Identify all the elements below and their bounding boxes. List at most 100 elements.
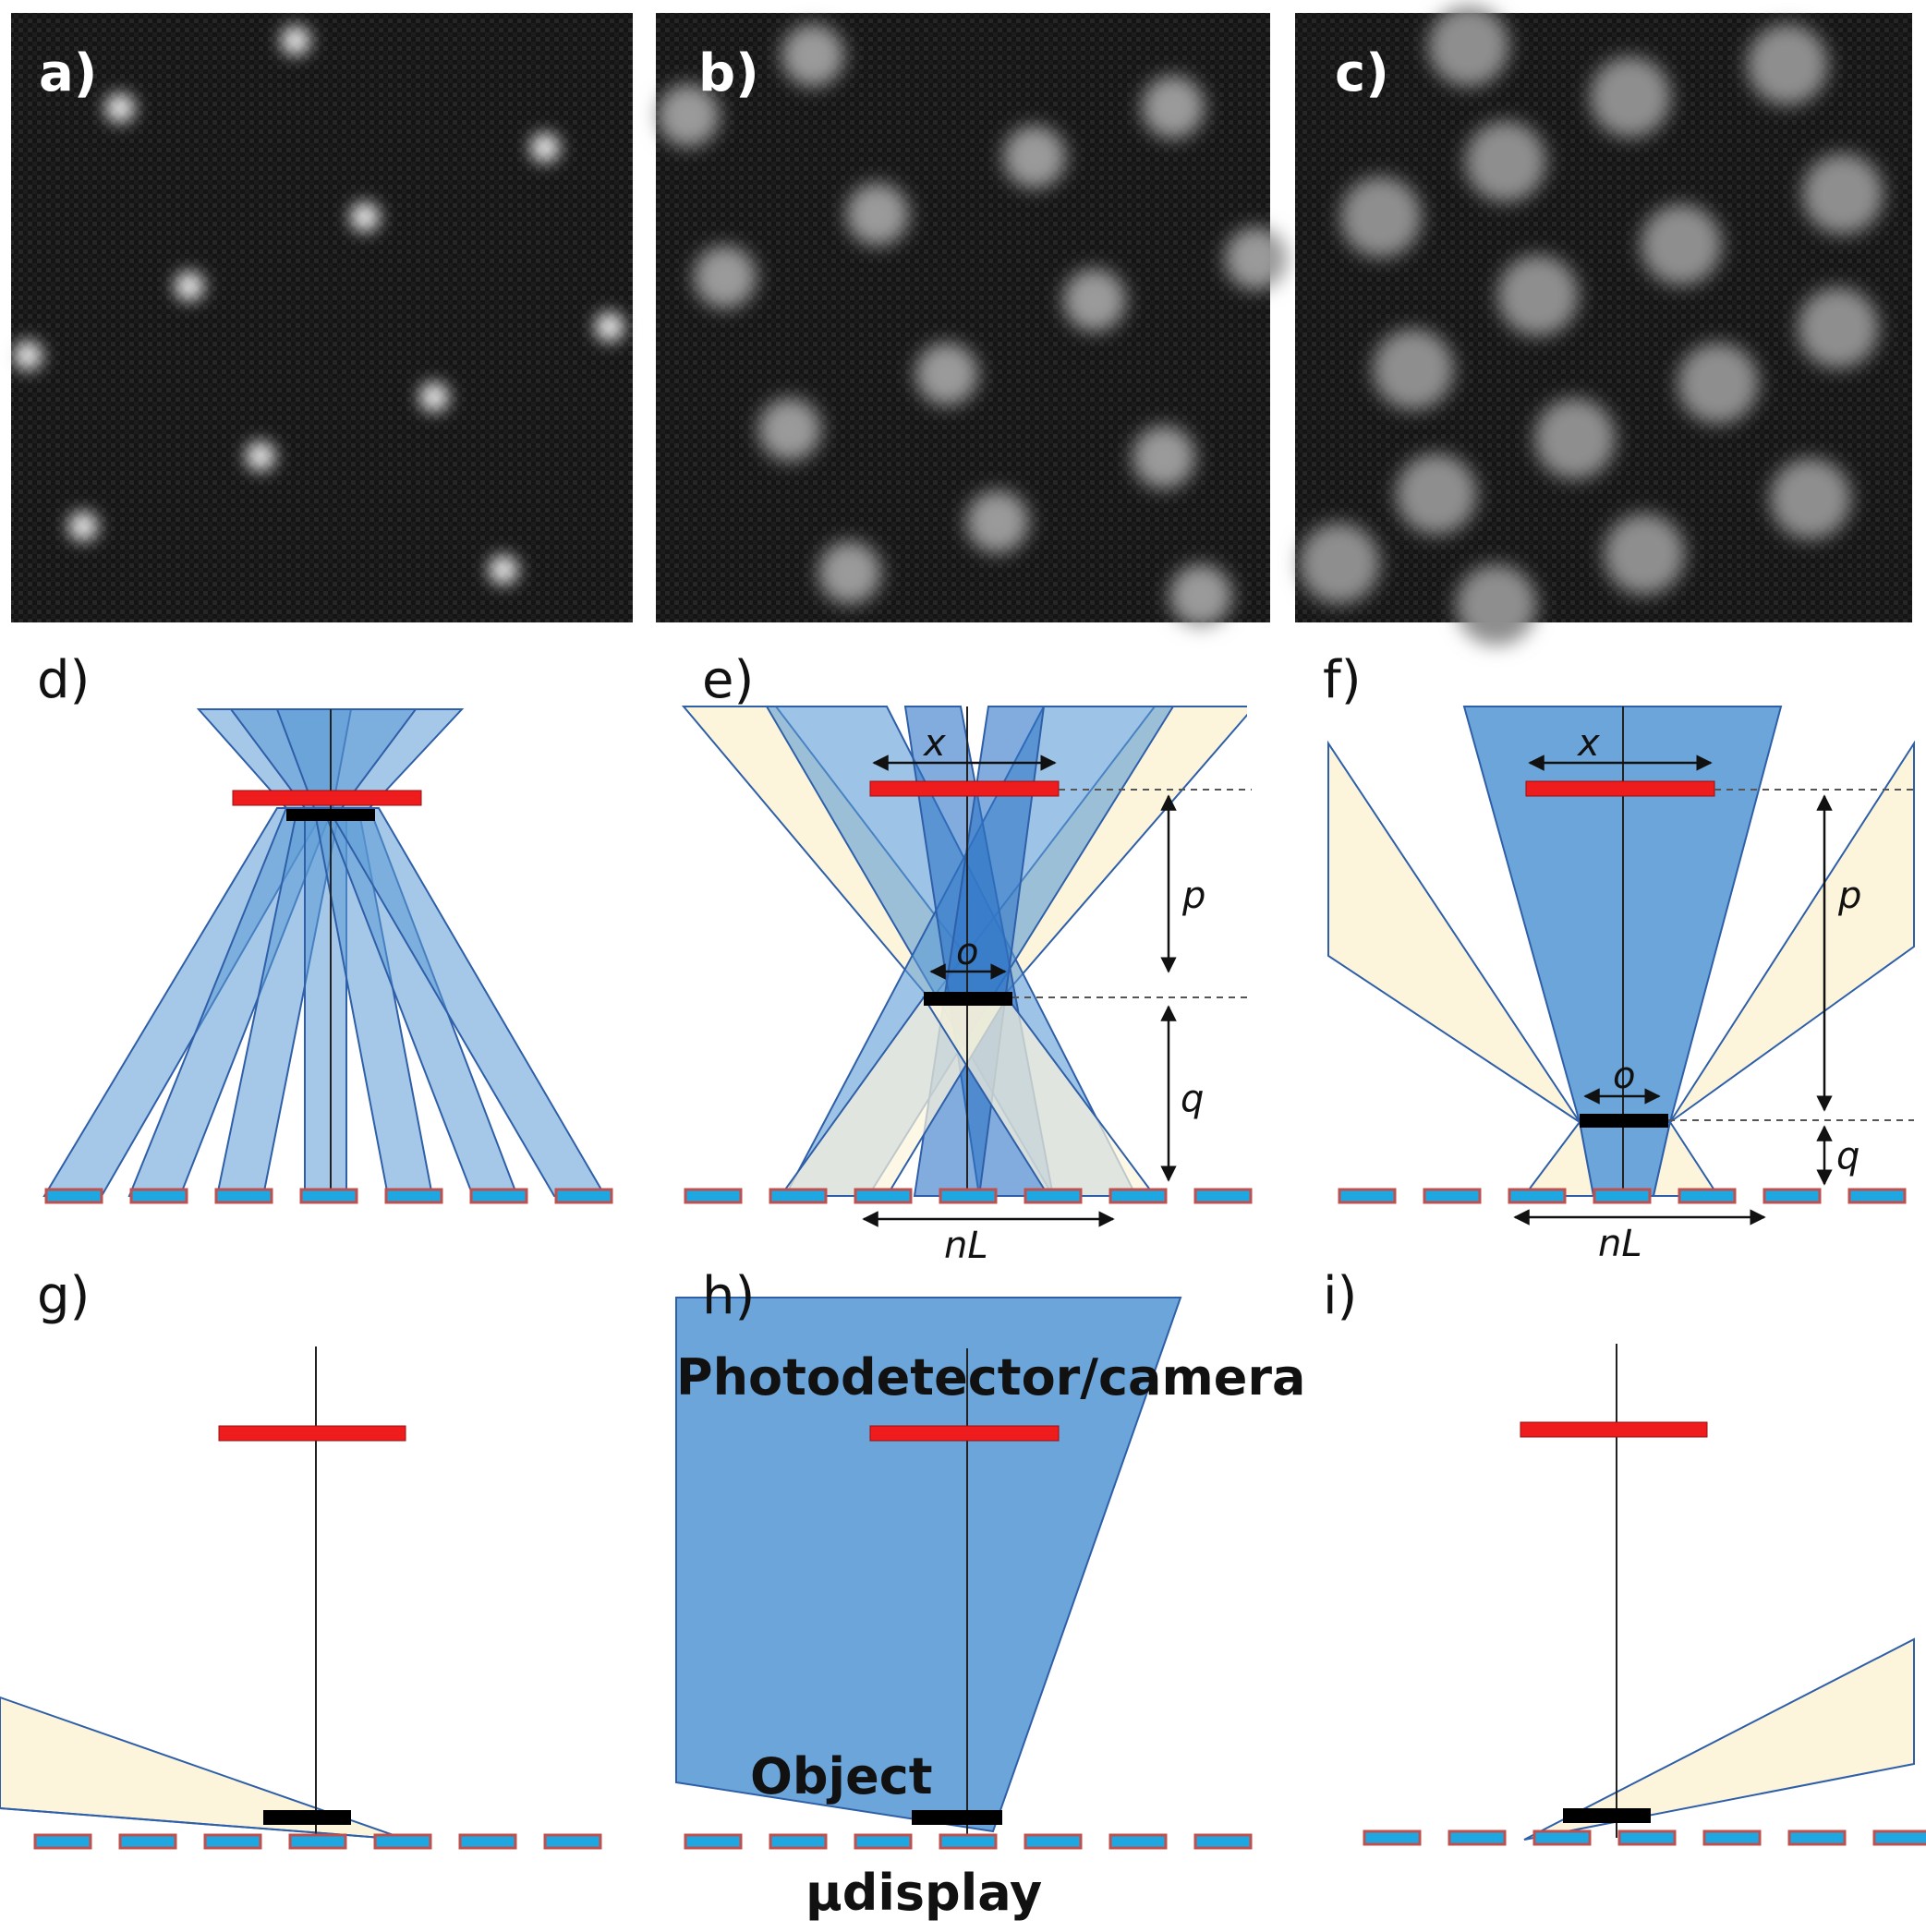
display-pixel	[1024, 1188, 1083, 1204]
display-pixel	[1617, 1829, 1677, 1846]
fluorescence-spot	[1497, 255, 1579, 336]
fluorescence-spot	[1142, 76, 1205, 139]
fluorescence-spot	[281, 26, 310, 55]
panel-e-q-label: q	[1181, 1078, 1204, 1120]
panel-h-label: h)	[702, 1266, 755, 1326]
fluorescence-spot	[966, 490, 1029, 553]
panel-c: c)	[1295, 6, 1912, 646]
panel-d-label: d)	[37, 650, 90, 710]
display-pixel	[44, 1188, 103, 1204]
display-pixel	[1338, 1188, 1397, 1204]
display-pixel	[769, 1188, 828, 1204]
panel-f-x-label: x	[1576, 722, 1600, 765]
fluorescence-spot	[1590, 56, 1671, 138]
panel-i-display	[1363, 1829, 1926, 1846]
display-pixel	[939, 1188, 998, 1204]
panel-f-o-label: o	[1613, 1055, 1635, 1097]
panel-e-nL-label: nL	[944, 1225, 988, 1267]
fluorescence-spot	[758, 398, 821, 461]
display-pixel	[1762, 1188, 1822, 1204]
panel-b: b)	[656, 13, 1288, 627]
fluorescence-spot	[818, 541, 881, 604]
panel-b-spots	[657, 24, 1288, 627]
panel-e-cones	[681, 706, 1247, 1197]
panel-h-detector	[869, 1425, 1060, 1442]
fluorescence-spot	[1169, 564, 1232, 627]
fluorescence-spot	[1534, 398, 1616, 479]
panel-e-detector	[869, 780, 1060, 797]
fluorescence-spot	[1396, 453, 1477, 535]
display-pixel	[1363, 1829, 1422, 1846]
display-pixel	[1532, 1829, 1592, 1846]
display-pixel	[939, 1833, 998, 1850]
display-pixel	[854, 1833, 913, 1850]
panel-c-label: c)	[1335, 43, 1389, 103]
fluorescence-spot	[1770, 458, 1851, 539]
panel-h-object-label: Object	[750, 1747, 933, 1805]
panel-f-object	[1580, 1114, 1668, 1128]
panel-b-label: b)	[698, 43, 759, 103]
display-pixel	[214, 1188, 273, 1204]
display-pixel	[373, 1833, 432, 1850]
fluorescence-spot	[1604, 513, 1685, 595]
fluorescence-spot	[694, 246, 757, 308]
fluorescence-spot	[1225, 227, 1288, 290]
display-pixel	[1448, 1829, 1507, 1846]
fluorescence-spot	[1299, 523, 1380, 604]
fluorescence-spot	[1678, 343, 1759, 424]
panel-h-detector-label: Photodetector/camera	[676, 1348, 1305, 1407]
panel-i-object	[1563, 1808, 1651, 1823]
panel-g-display	[33, 1833, 602, 1850]
display-pixel	[554, 1188, 613, 1204]
display-pixel	[1508, 1188, 1567, 1204]
panel-d-object	[286, 809, 375, 821]
panel-c-spots	[1299, 6, 1884, 646]
panel-g: g)	[0, 1266, 602, 1850]
fluorescence-spot	[1802, 153, 1884, 235]
fluorescence-spot	[1063, 269, 1126, 332]
fluorescence-spot	[530, 133, 560, 163]
panel-d-cones	[42, 708, 607, 1197]
panel-d-display	[44, 1188, 613, 1204]
display-pixel	[299, 1188, 358, 1204]
fluorescence-spot	[1456, 564, 1537, 646]
display-pixel	[1678, 1188, 1737, 1204]
fluorescence-spot	[1373, 329, 1454, 410]
panel-f-nL-label: nL	[1598, 1223, 1642, 1265]
fluorescence-spot	[68, 512, 98, 541]
panel-a-spots	[13, 26, 624, 585]
panel-f: f) x p o q nL	[1323, 650, 1915, 1265]
fluorescence-spot	[915, 343, 978, 405]
display-pixel	[684, 1188, 743, 1204]
panel-e-p-label: p	[1181, 875, 1205, 917]
panel-e: e) x p o q nL	[681, 650, 1253, 1267]
fluorescence-spot	[1428, 6, 1509, 87]
fluorescence-spot	[1003, 126, 1066, 188]
panel-f-display	[1338, 1188, 1907, 1204]
display-pixel	[1193, 1188, 1253, 1204]
fluorescence-spot	[350, 202, 380, 232]
panel-e-label: e)	[702, 650, 754, 710]
fluorescence-spot	[1465, 121, 1546, 202]
display-pixel	[288, 1833, 347, 1850]
display-pixel	[684, 1833, 743, 1850]
panel-e-x-label: x	[922, 722, 946, 765]
display-pixel	[1024, 1833, 1083, 1850]
display-pixel	[384, 1188, 443, 1204]
display-pixel	[33, 1833, 92, 1850]
display-pixel	[854, 1188, 913, 1204]
panel-h-display-label: µdisplay	[806, 1864, 1042, 1922]
display-pixel	[1593, 1188, 1652, 1204]
fluorescence-spot	[1133, 426, 1195, 489]
display-pixel	[203, 1833, 262, 1850]
fluorescence-spot	[657, 84, 720, 147]
panel-f-detector	[1525, 780, 1715, 797]
panel-d: d)	[37, 650, 613, 1204]
panel-h-object	[912, 1810, 1002, 1825]
fluorescence-spot	[1747, 24, 1828, 105]
fluorescence-spot	[489, 555, 518, 585]
panel-f-label: f)	[1323, 650, 1362, 710]
panel-h: h) Photodetector/camera Object µdisplay	[675, 1266, 1305, 1922]
fluorescence-spot	[1798, 287, 1879, 368]
display-pixel	[458, 1833, 517, 1850]
